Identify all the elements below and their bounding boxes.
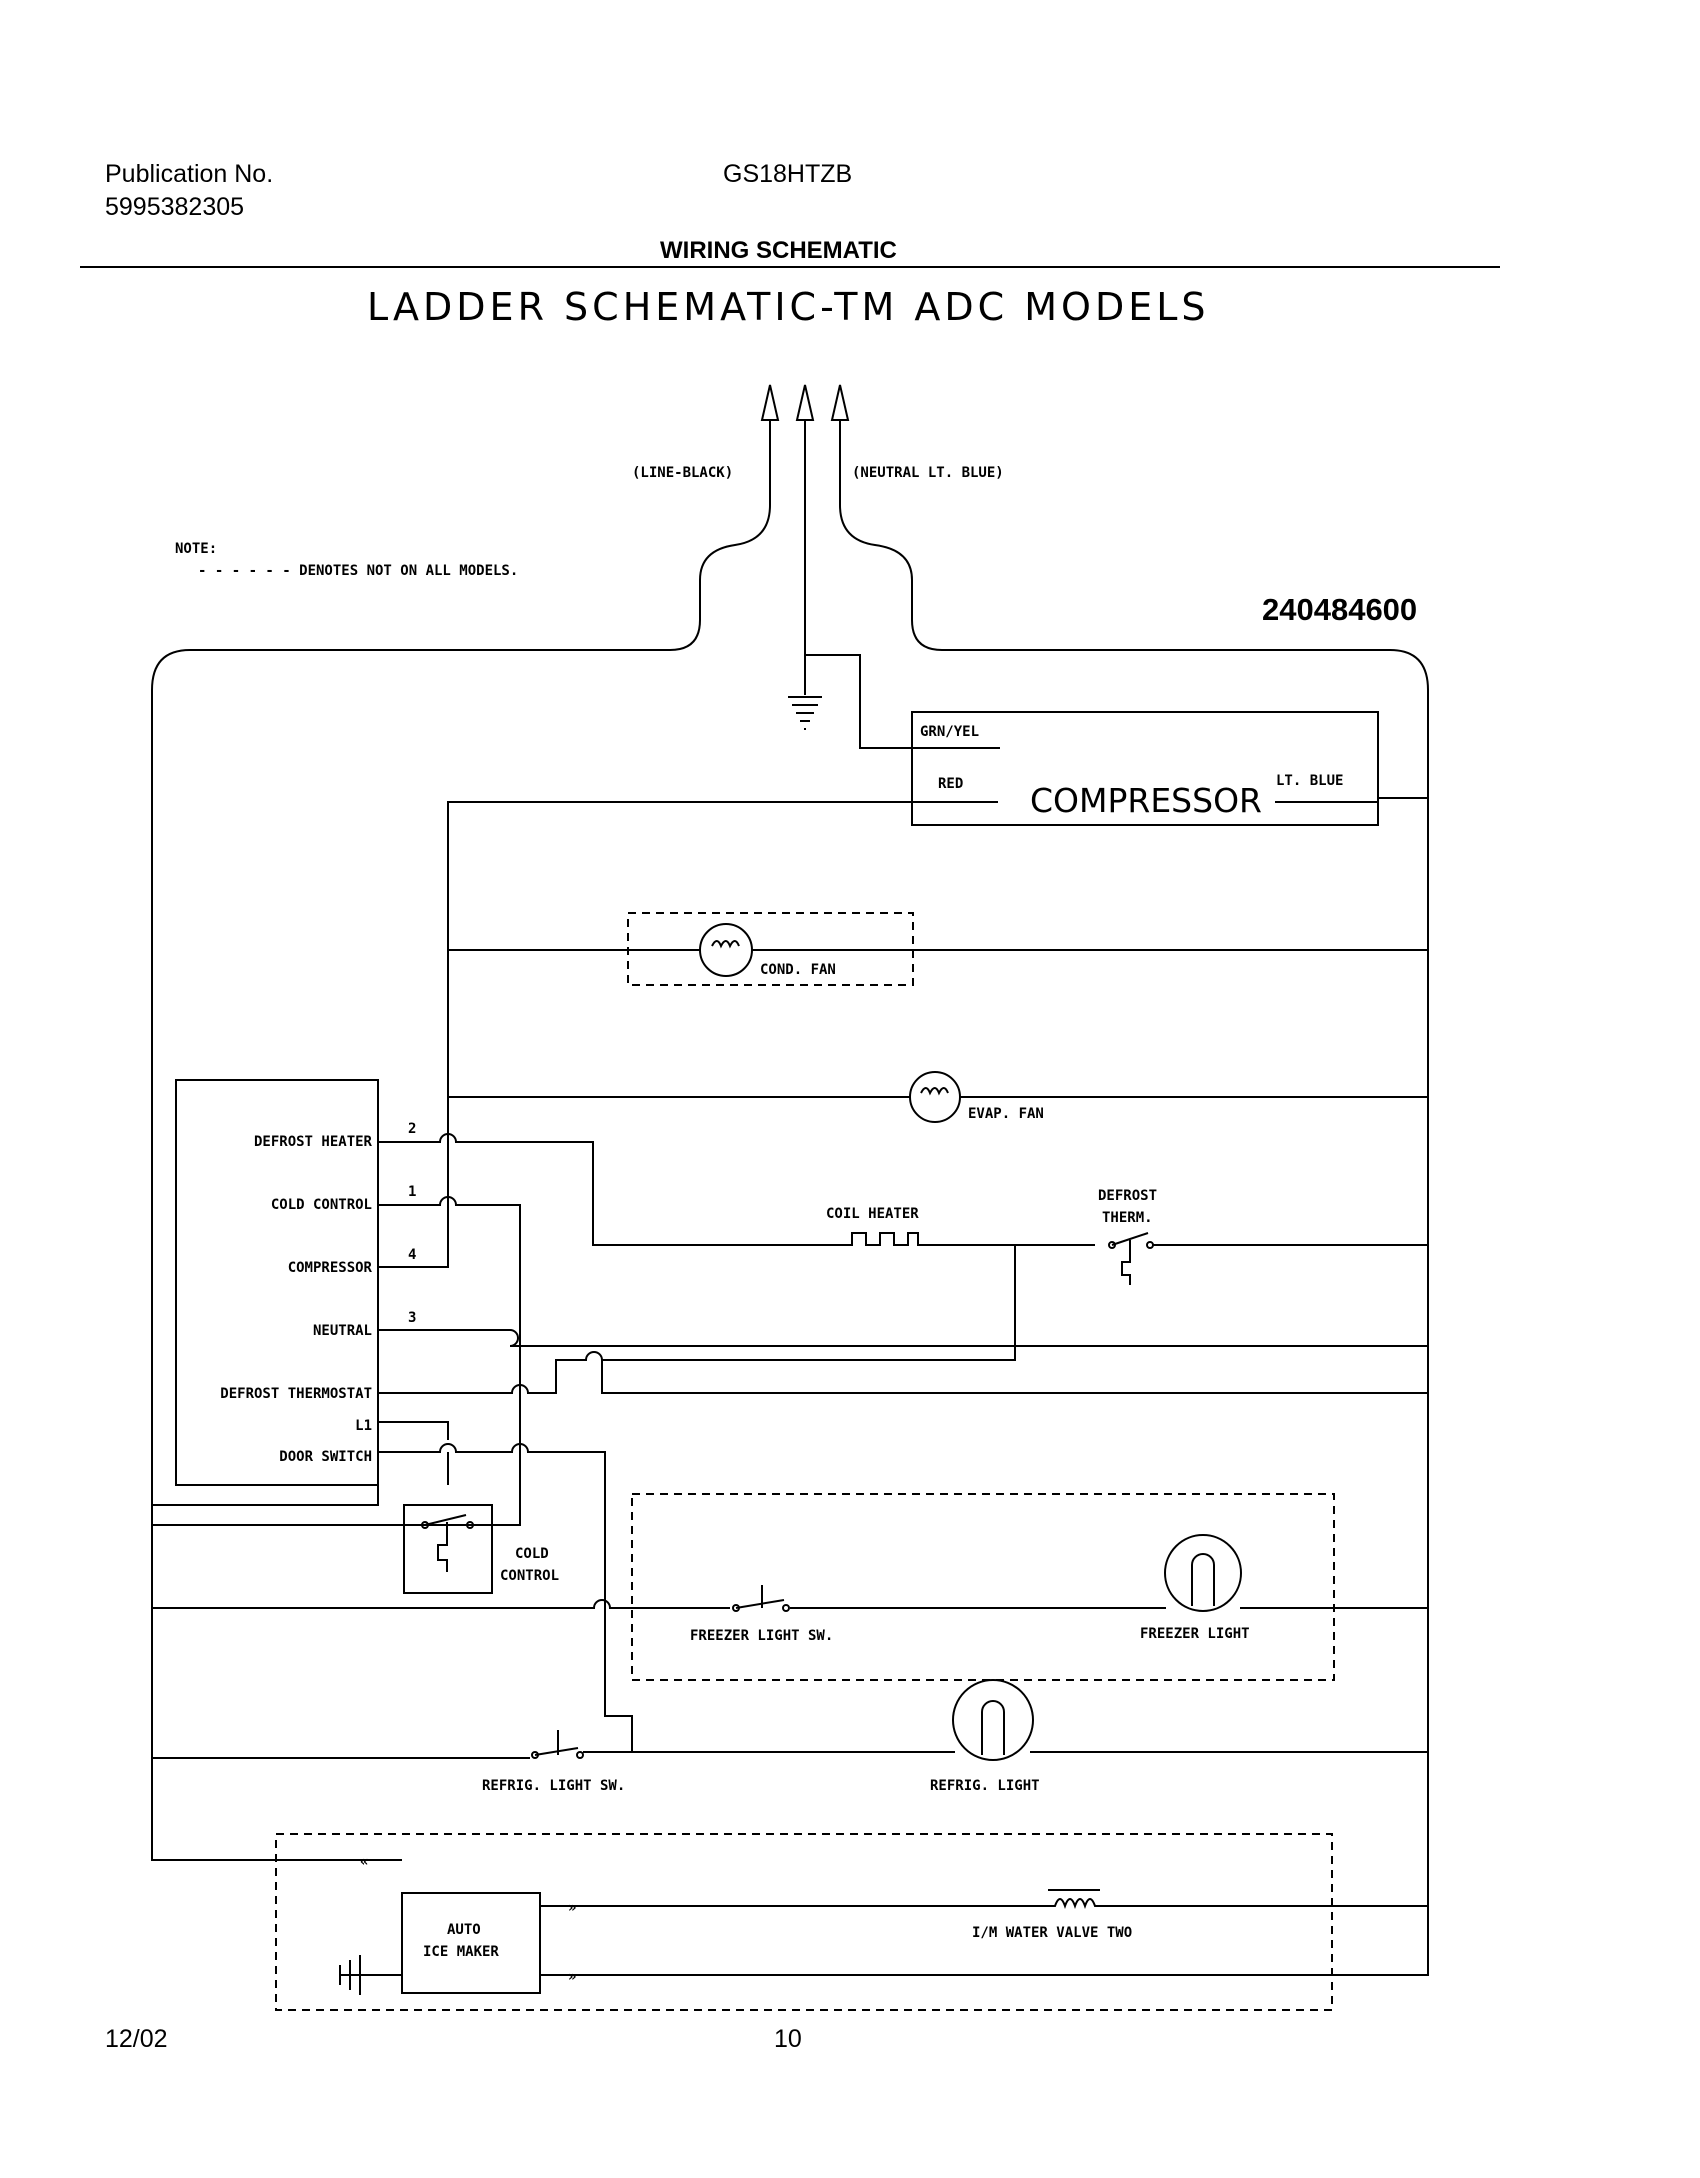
svg-text:«: « [360, 1854, 368, 1870]
board-row-label: NEUTRAL [313, 1323, 372, 1339]
freezer-light-label: FREEZER LIGHT [1140, 1626, 1250, 1642]
coil-heater-icon [830, 1232, 935, 1246]
board-pin-label: 3 [408, 1310, 416, 1326]
chassis-ground-icon [339, 1955, 402, 1995]
publication-label: Publication No. [105, 160, 274, 188]
note-label: NOTE: [175, 541, 217, 557]
diagram-title: LADDER SCHEMATIC-TM ADC MODELS [367, 285, 1210, 329]
defrost-therm-icon [1108, 1232, 1154, 1285]
ice-maker-label: ICE MAKER [423, 1944, 499, 1960]
auto-ice-maker [401, 1892, 541, 1994]
freezer-light-sw-label: FREEZER LIGHT SW. [690, 1628, 833, 1644]
defrost-therm-label: DEFROST [1098, 1188, 1157, 1204]
freezer-light-icon [1164, 1534, 1242, 1612]
note-text: - - - - - - DENOTES NOT ON ALL MODELS. [198, 563, 518, 579]
board-row-label: DEFROST HEATER [254, 1134, 373, 1150]
footer-date: 12/02 [105, 2025, 168, 2053]
freezer-light-switch [732, 1585, 790, 1612]
freezer-light-box [631, 1493, 1335, 1681]
evap-fan-label: EVAP. FAN [968, 1106, 1044, 1122]
refrig-light-icon [952, 1679, 1034, 1761]
board-pin-label: 4 [408, 1247, 416, 1263]
footer-page: 10 [774, 2025, 802, 2053]
neutral-wire [839, 420, 1429, 1976]
l1-wire [378, 1421, 449, 1440]
ground-symbol [788, 696, 822, 730]
refrig-light-switch [531, 1730, 584, 1759]
coil-heater-label: COIL HEATER [826, 1206, 919, 1222]
neutral-label: (NEUTRAL LT. BLUE) [852, 465, 1004, 481]
board-pin-label: 2 [408, 1121, 416, 1137]
defrost-thermostat-wire [378, 1351, 1428, 1394]
cold-control-label: CONTROL [500, 1568, 559, 1584]
lt-blue-label: LT. BLUE [1276, 773, 1343, 789]
part-number: 240484600 [1262, 592, 1417, 627]
neutral-board-wire [378, 1329, 1428, 1347]
water-valve-label: I/M WATER VALVE TWO [972, 1925, 1132, 1941]
cold-control-switch [403, 1504, 493, 1594]
ice-maker-label: AUTO [447, 1922, 481, 1938]
red-label: RED [938, 776, 963, 792]
board-row-label: DEFROST THERMOSTAT [220, 1386, 372, 1402]
refrig-light-sw-label: REFRIG. LIGHT SW. [482, 1778, 625, 1794]
board-pin-label: 1 [408, 1184, 416, 1200]
control-board-box [175, 1079, 379, 1486]
defrost-heater-wire [378, 1133, 830, 1246]
water-valve-icon [1035, 1889, 1110, 1909]
refrig-light-label: REFRIG. LIGHT [930, 1778, 1040, 1794]
defrost-therm-label: THERM. [1102, 1210, 1153, 1226]
board-row-label: DOOR SWITCH [279, 1449, 372, 1465]
cold-control-wire [152, 1196, 521, 1526]
board-row-label: COMPRESSOR [288, 1260, 373, 1276]
supply-arrows [760, 384, 850, 421]
board-row-label: L1 [355, 1418, 372, 1434]
door-switch-wire [378, 1443, 633, 1752]
cond-fan-label: COND. FAN [760, 962, 836, 978]
compressor-box [911, 711, 1379, 826]
compressor-label: COMPRESSOR [1030, 781, 1262, 820]
publication-number: 5995382305 [105, 193, 245, 221]
model-number: GS18HTZB [723, 160, 853, 188]
compressor-supply-wire [378, 801, 912, 1268]
svg-text:»: » [568, 1969, 576, 1985]
cond-fan-icon [699, 923, 753, 977]
evap-fan-icon [909, 1071, 961, 1123]
section-title: WIRING SCHEMATIC [660, 237, 897, 264]
line-black-label: (LINE-BLACK) [632, 465, 733, 481]
grn-yel-wire [805, 654, 1000, 749]
board-row-label: COLD CONTROL [271, 1197, 372, 1213]
cold-control-label: COLD [515, 1546, 549, 1562]
grn-yel-label: GRN/YEL [920, 724, 979, 740]
line-wire [151, 420, 771, 1861]
svg-text:»: » [568, 1900, 576, 1916]
